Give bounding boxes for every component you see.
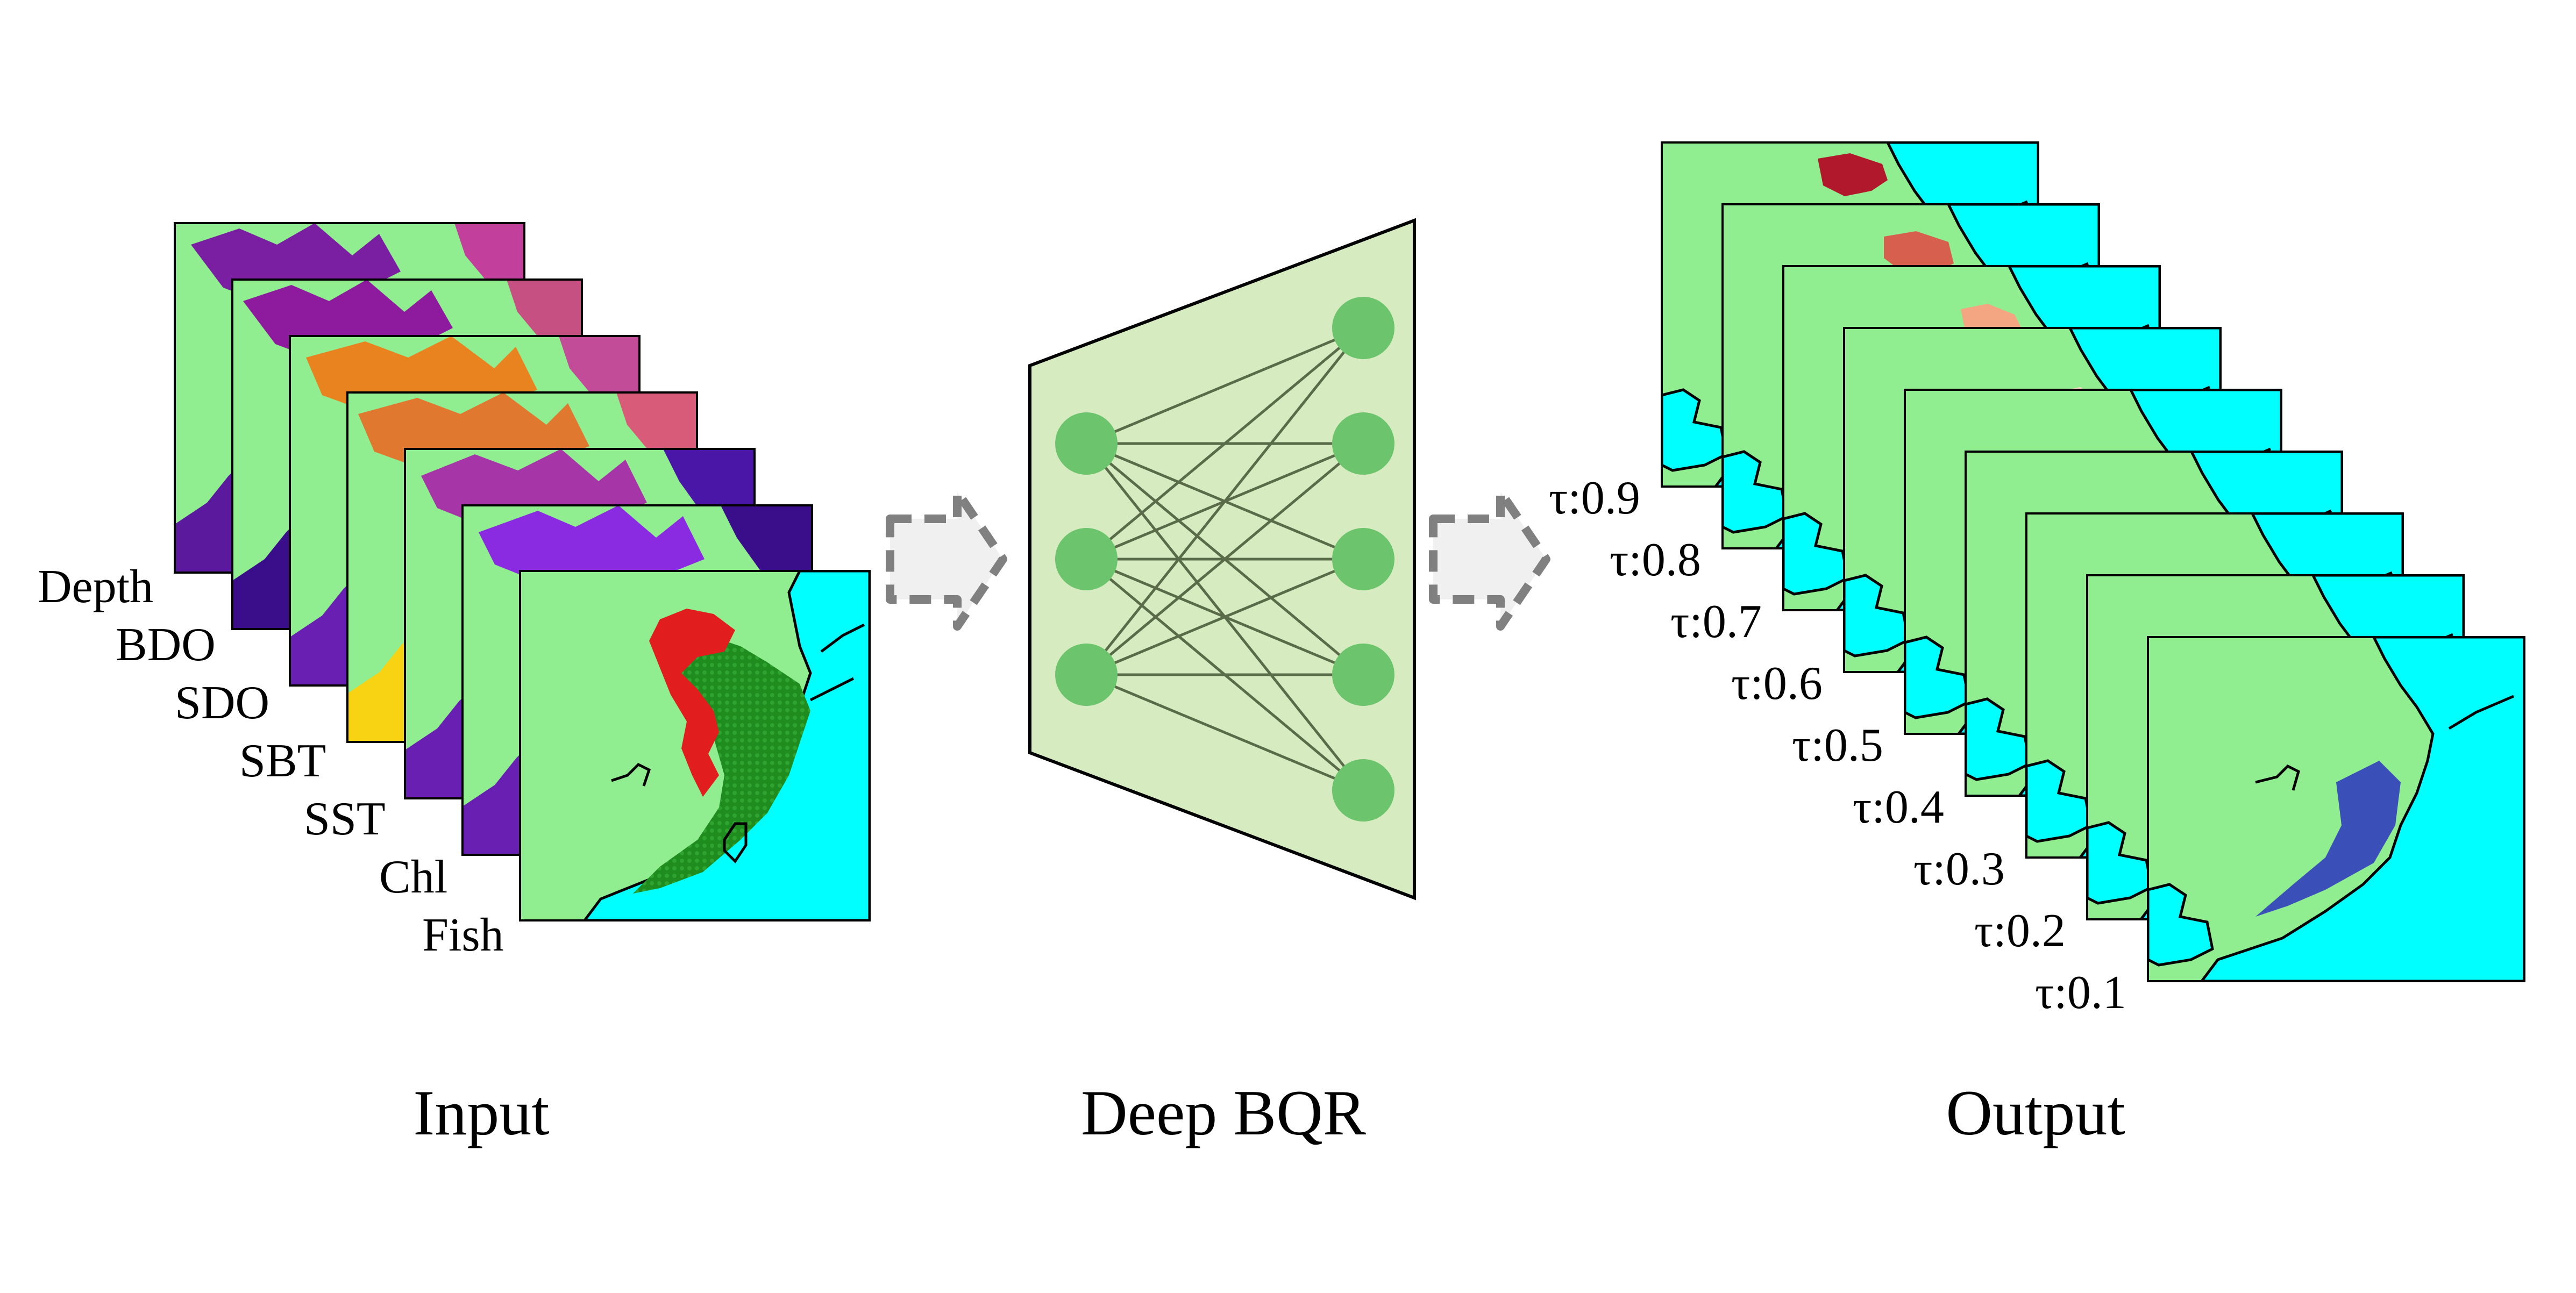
output-quantile-labels: τ:0.9 τ:0.8 τ:0.7 τ:0.6 τ:0.5 τ:0.4 τ:0.3 τ:0.2…: [1549, 472, 2126, 1019]
output-node: [1332, 297, 1394, 359]
fish-hotspot-area: [649, 609, 735, 797]
input-node: [1055, 644, 1118, 706]
output-node: [1332, 528, 1394, 590]
arrow-model-to-output: [1429, 488, 1550, 631]
quantile-label: τ:0.4: [1853, 781, 1944, 833]
env-patch: [479, 505, 705, 586]
input-layer-label: SDO: [175, 677, 269, 729]
quantile-label: τ:0.2: [1974, 905, 2066, 957]
network-edge: [1086, 558, 1364, 676]
input-layer-label: SST: [304, 793, 386, 845]
bay-area: [2148, 883, 2214, 967]
network-nodes: [1055, 297, 1394, 821]
quantile-label: τ:0.8: [1610, 534, 1701, 586]
output-node: [1332, 412, 1394, 475]
quantile-map: [2147, 636, 2525, 982]
predicted-distribution: [1884, 231, 1954, 274]
network-edge: [1085, 327, 1364, 676]
output-node: [1332, 644, 1394, 706]
output-stack: [1661, 141, 2525, 982]
deep-bqr-model: [1028, 218, 1416, 901]
network-edges: [1085, 326, 1364, 792]
input-layer-label: BDO: [116, 619, 216, 671]
input-node: [1055, 412, 1118, 475]
layer-fish-map: [519, 570, 871, 921]
arrow-input-to-model: [886, 488, 1007, 631]
input-node: [1055, 528, 1118, 590]
fish-presence-area: [633, 635, 810, 894]
predicted-distribution: [2255, 761, 2401, 917]
input-layer-label: SBT: [239, 735, 326, 787]
coastline: [611, 623, 865, 863]
network-edge: [1085, 442, 1364, 676]
input-layer-label: Depth: [38, 561, 153, 613]
quantile-label: τ:0.3: [1913, 843, 2005, 895]
input-layer-label: Fish: [422, 909, 504, 961]
input-layer-label: Chl: [379, 851, 447, 903]
quantile-label: τ:0.1: [2035, 967, 2126, 1019]
quantile-label: τ:0.9: [1549, 472, 1640, 524]
sea-area: [2200, 637, 2524, 981]
quantile-label: τ:0.5: [1792, 719, 1883, 771]
network-edge: [1086, 673, 1364, 792]
predicted-distribution: [1818, 153, 1888, 196]
quantile-label: τ:0.7: [1670, 596, 1762, 648]
model-title: Deep BQR: [1081, 1077, 1366, 1148]
output-node: [1332, 759, 1394, 821]
input-title: Input: [413, 1077, 549, 1148]
network-edge: [1086, 326, 1364, 445]
output-title: Output: [1946, 1077, 2125, 1148]
coastline: [2255, 695, 2514, 791]
network-edge: [1085, 327, 1364, 560]
quantile-label: τ:0.6: [1731, 658, 1823, 710]
